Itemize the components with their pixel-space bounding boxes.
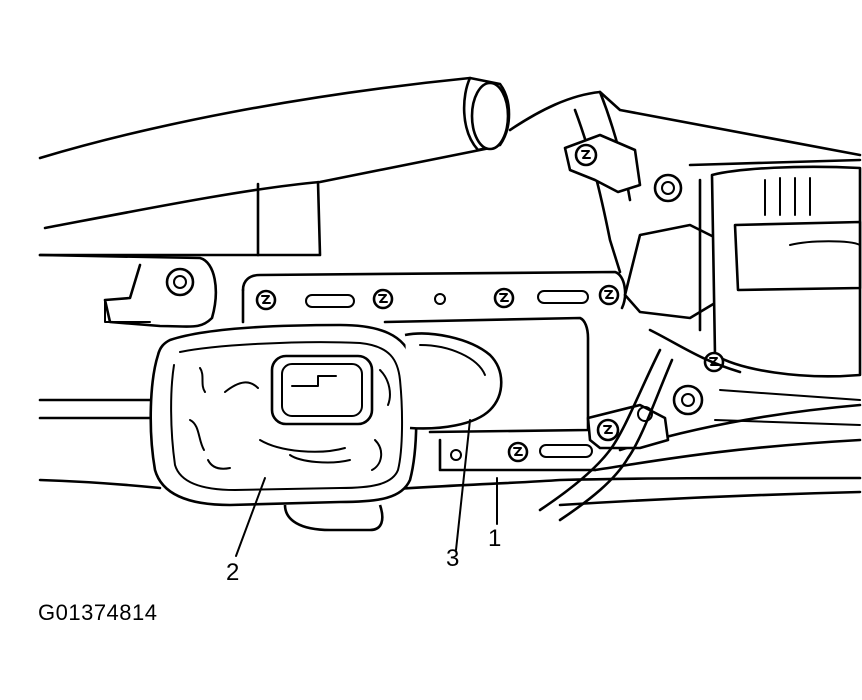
bolt-icon bbox=[598, 284, 620, 306]
boot-retainer bbox=[404, 332, 503, 430]
callout-leaders bbox=[235, 419, 498, 557]
shift-boot bbox=[149, 323, 418, 532]
bolt-icon bbox=[493, 287, 515, 309]
left-trim-panel bbox=[38, 253, 218, 328]
bolt-icon bbox=[596, 418, 620, 442]
callout-1: 1 bbox=[488, 525, 501, 552]
figure-id: G01374814 bbox=[38, 600, 158, 625]
callout-2: 2 bbox=[226, 559, 239, 586]
right-mount-assembly bbox=[508, 90, 862, 522]
callout-3: 3 bbox=[446, 545, 459, 572]
floor-rails bbox=[38, 398, 862, 507]
bolt-icon bbox=[574, 143, 598, 167]
bolt-icon bbox=[372, 288, 394, 310]
bolt-icon bbox=[507, 441, 529, 463]
parking-brake-lever bbox=[38, 76, 511, 257]
bolt-icon bbox=[255, 289, 277, 311]
